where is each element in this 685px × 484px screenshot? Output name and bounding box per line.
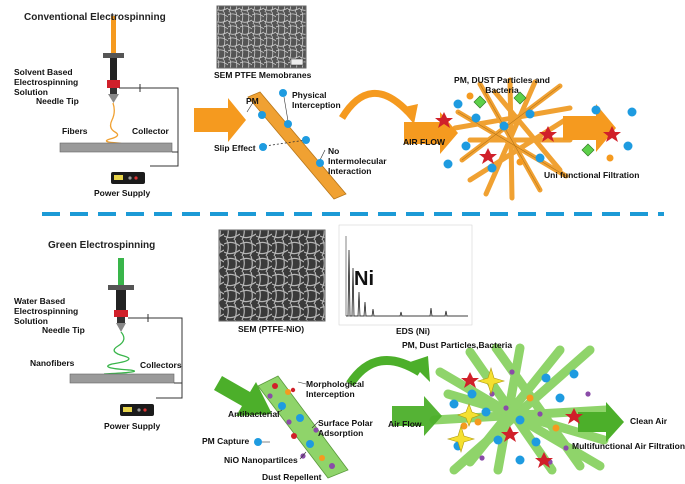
top-particles xyxy=(435,91,637,173)
top-syringe-red xyxy=(107,80,120,88)
bottom-nio-nano: NiO Nanopartilces xyxy=(224,455,298,465)
bottom-dust-repellent: Dust Repellent xyxy=(262,472,322,482)
bottom-single-fiber xyxy=(257,375,349,479)
top-syringe-lower xyxy=(110,88,117,94)
top-wire xyxy=(119,87,179,152)
top-needle-label: Needle Tip xyxy=(36,96,79,106)
bottom-collectors-label: Collectors xyxy=(140,360,182,370)
clean-air-arrow xyxy=(578,402,624,442)
top-sem-image xyxy=(216,5,307,69)
top-needle-tip xyxy=(108,94,119,103)
top-physical-interception: Physical Interception xyxy=(292,90,341,110)
top-collector-label: Collector xyxy=(132,126,169,136)
bottom-filter-mesh xyxy=(429,343,611,475)
bottom-filtration-label: Multifunctional Air Filtration xyxy=(572,441,685,451)
eds-spectrum xyxy=(338,224,473,326)
bottom-solution-column xyxy=(118,258,124,286)
clean-air-label: Clean Air xyxy=(630,416,668,426)
top-single-fiber xyxy=(247,91,347,200)
top-orange-arrow-1 xyxy=(194,98,246,142)
bottom-title: Green Electrospinning xyxy=(48,240,156,251)
top-airflow-label: AIR FLOW xyxy=(403,137,446,147)
bottom-surface-polar: Surface Polar Adsorption xyxy=(318,418,373,438)
top-apparatus xyxy=(59,16,179,184)
bottom-sem-image xyxy=(218,229,326,322)
top-exit-arrow xyxy=(563,104,616,152)
bottom-airflow-label: Air Flow xyxy=(388,419,422,429)
top-particles-label: PM, DUST Particles and Bacteria xyxy=(454,75,550,95)
top-solution-label: Solvent Based Electrospinning Solution xyxy=(14,67,79,97)
top-sem-label: SEM PTFE Memobranes xyxy=(214,70,312,80)
bottom-power-label: Power Supply xyxy=(104,421,161,431)
top-fibers-label: Fibers xyxy=(62,126,88,136)
top-title: Conventional Electrospinning xyxy=(24,12,166,23)
top-wire-down xyxy=(150,151,179,167)
top-fiber-jet xyxy=(105,102,122,146)
bottom-apparatus xyxy=(69,258,183,416)
top-curved-arrow xyxy=(339,90,411,120)
top-filtration-label: Uni functional Filtration xyxy=(544,170,640,180)
bottom-nanofibers-label: Nanofibers xyxy=(30,358,75,368)
bottom-curved-arrow xyxy=(346,355,423,387)
bottom-collector-plate xyxy=(69,373,175,384)
bottom-sem-label: SEM (PTFE-NiO) xyxy=(238,324,305,334)
top-syringe-cap xyxy=(103,53,124,58)
bottom-eds-label: EDS (Ni) xyxy=(396,326,430,336)
top-no-interaction: No Intermolecular Interaction xyxy=(328,146,387,176)
top-syringe-body xyxy=(110,58,117,80)
top-collector-plate xyxy=(59,142,173,153)
bottom-antibacterial: Antibacterial xyxy=(228,409,280,419)
bottom-morphological: Morphological Interception xyxy=(306,379,365,399)
top-solution-column xyxy=(111,16,116,54)
bottom-needle-label: Needle Tip xyxy=(42,325,85,335)
bottom-airflow-arrow xyxy=(392,396,442,436)
top-pm-label: PM xyxy=(246,96,259,106)
bottom-fiber-particles xyxy=(254,383,335,469)
top-power-label: Power Supply xyxy=(94,188,151,198)
top-slip-effect: Slip Effect xyxy=(214,143,256,153)
eds-element-label: Ni xyxy=(354,268,374,290)
bottom-particles-label: PM, Dust Particles,Bacteria xyxy=(402,340,513,350)
bottom-solution-label: Water Based Electrospinning Solution xyxy=(14,296,79,326)
bottom-pm-capture: PM Capture xyxy=(202,436,250,446)
bottom-particles xyxy=(446,366,591,468)
bottom-fiber-jet xyxy=(103,331,136,375)
